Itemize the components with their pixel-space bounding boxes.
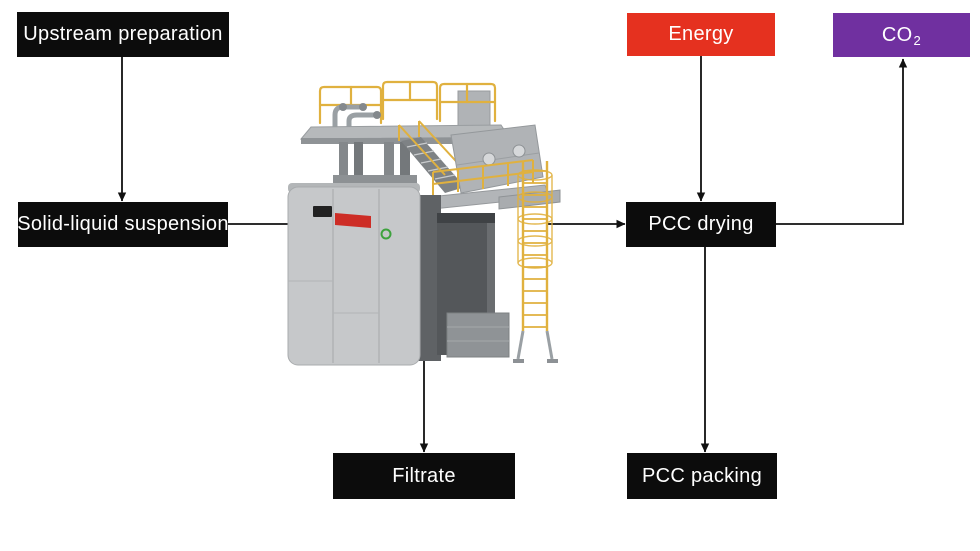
- node-energy: Energy: [627, 13, 775, 56]
- arrow-drying-to-co2: [776, 58, 908, 225]
- machine-stairs: [398, 120, 466, 193]
- node-label: Upstream preparation: [23, 23, 223, 45]
- machine-brand-stripe: [335, 213, 371, 228]
- node-label: Energy: [668, 23, 734, 45]
- node-pcc-drying: PCC drying: [626, 202, 776, 247]
- machine-green-badge: [380, 228, 392, 240]
- machine-cabinets: [287, 183, 421, 366]
- machine-hopper: [450, 124, 544, 194]
- node-pcc-packing: PCC packing: [627, 453, 777, 499]
- node-label: PCC packing: [641, 464, 763, 487]
- pressure-filter-image: [287, 80, 561, 366]
- node-label: PCC drying: [648, 213, 754, 235]
- node-solid-liquid-suspension: Solid-liquid suspension: [17, 202, 229, 247]
- node-filtrate: Filtrate: [333, 453, 515, 499]
- machine-ladder: [513, 161, 558, 363]
- node-label-subscript: 2: [913, 33, 922, 48]
- machine-bottom-unit: [446, 312, 510, 358]
- node-label: Filtrate: [392, 464, 456, 487]
- machine-pipe-flanges: [339, 103, 381, 119]
- node-label: Solid-liquid suspension: [17, 213, 229, 235]
- node-upstream-preparation: Upstream preparation: [17, 12, 229, 57]
- node-label: CO: [881, 23, 913, 46]
